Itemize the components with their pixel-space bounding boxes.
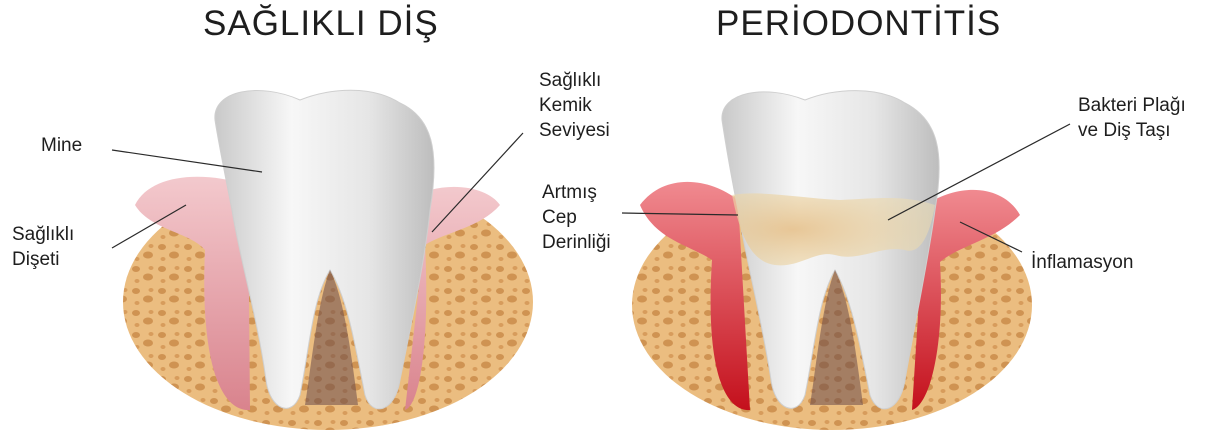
healthy-tooth-diagram [112,90,533,430]
label-healthy-bone-level: Sağlıklı Kemik Seviyesi [539,68,610,143]
periodontitis-diagram [622,91,1070,430]
label-increased-pocket-depth: Artmış Cep Derinliği [542,180,611,255]
label-plaque-and-calculus: Bakteri Plağı ve Diş Taşı [1078,93,1186,143]
label-inflammation: İnflamasyon [1031,250,1133,275]
label-healthy-gum: Sağlıklı Dişeti [12,222,74,272]
label-mine: Mine [41,133,82,158]
